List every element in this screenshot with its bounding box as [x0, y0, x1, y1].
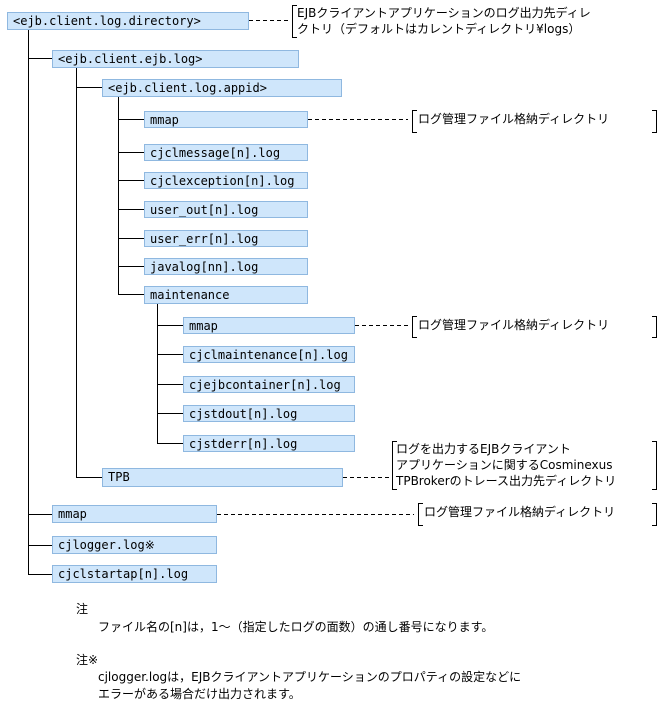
- note1-text: ファイル名の[n]は，1～（指定したログの面数）の通し番号になります。: [98, 620, 494, 634]
- annotation-root-mmap: ログ管理ファイル格納ディレクトリ: [424, 504, 615, 520]
- node-cjclstartap-log: cjclstartap[n].log: [52, 565, 217, 583]
- annotation-line: ログ管理ファイル格納ディレクトリ: [424, 505, 616, 519]
- node-ejb-client-log-directory: <ejb.client.log.directory>: [7, 12, 249, 30]
- annotation-line: ログを出力するEJBクライアント: [396, 442, 571, 456]
- node-user-out-log: user_out[n].log: [144, 201, 308, 218]
- note2-line2: エラーがある場合だけ出力されます。: [98, 687, 301, 701]
- node-tpb: TPB: [102, 468, 343, 487]
- node-cjstderr-log: cjstderr[n].log: [183, 435, 355, 452]
- node-ejb-client-log-appid: <ejb.client.log.appid>: [102, 79, 342, 97]
- node-appid-mmap: mmap: [144, 111, 308, 128]
- annotation-appid-mmap: ログ管理ファイル格納ディレクトリ: [418, 111, 609, 127]
- node-maintenance: maintenance: [144, 286, 308, 304]
- node-javalog-log: javalog[nn].log: [144, 258, 308, 275]
- annotation-maintenance-mmap: ログ管理ファイル格納ディレクトリ: [418, 317, 609, 333]
- annotation-line: クトリ（デフォルトはカレントディレクトリ¥logs）: [297, 22, 581, 36]
- node-cjclexception-log: cjclexception[n].log: [144, 172, 308, 189]
- note1-title: 注: [76, 602, 89, 616]
- node-cjclmaintenance-log: cjclmaintenance[n].log: [183, 346, 355, 363]
- node-maintenance-mmap: mmap: [183, 317, 355, 334]
- annotation-tpb: ログを出力するEJBクライアント アプリケーションに関するCosminexus …: [396, 441, 616, 489]
- note2-title: 注※: [76, 653, 99, 667]
- annotation-line: TPBrokerのトレース出力先ディレクトリ: [396, 474, 617, 488]
- node-cjstdout-log: cjstdout[n].log: [183, 405, 355, 422]
- node-cjclmessage-log: cjclmessage[n].log: [144, 144, 308, 161]
- annotation-line: ログ管理ファイル格納ディレクトリ: [418, 318, 610, 332]
- annotation-line: アプリケーションに関するCosminexus: [396, 458, 613, 472]
- annotation-line: EJBクライアントアプリケーションのログ出力先ディレ: [297, 6, 591, 20]
- node-ejb-client-ejb-log: <ejb.client.ejb.log>: [52, 50, 299, 68]
- node-cjejbcontainer-log: cjejbcontainer[n].log: [183, 376, 355, 393]
- annotation-log-output-directory: EJBクライアントアプリケーションのログ出力先ディレ クトリ（デフォルトはカレン…: [297, 5, 591, 37]
- annotation-line: ログ管理ファイル格納ディレクトリ: [418, 112, 610, 126]
- node-cjlogger-log: cjlogger.log※: [52, 536, 217, 554]
- node-user-err-log: user_err[n].log: [144, 230, 308, 247]
- node-root-mmap: mmap: [52, 505, 217, 523]
- note2-line1: cjlogger.logは，EJBクライアントアプリケーションのプロパティの設定…: [98, 670, 522, 684]
